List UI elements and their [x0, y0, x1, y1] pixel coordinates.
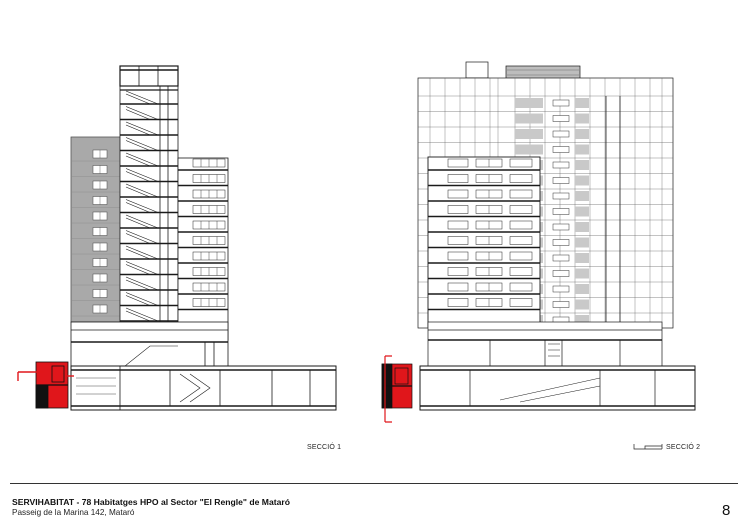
- section-key-icon: [17, 361, 74, 409]
- architectural-drawing: [17, 61, 696, 423]
- section-2-drawing: [381, 61, 696, 423]
- stair-flights: [125, 90, 159, 322]
- tower-section: [119, 65, 179, 341]
- right-block-floors: [178, 158, 228, 311]
- project-title: SERVIHABITAT - 78 Habitatges HPO al Sect…: [12, 497, 290, 507]
- front-block-floors: [428, 158, 540, 311]
- footer-divider: [10, 483, 738, 484]
- section-key-icon: [381, 355, 413, 423]
- project-address: Passeig de la Marina 142, Mataró: [12, 508, 135, 517]
- page-number: 8: [722, 502, 731, 519]
- section-2-label: SECCIÓ 2: [666, 444, 701, 451]
- section-1-label: SECCIÓ 1: [307, 444, 342, 451]
- basement-2: [419, 365, 696, 411]
- roof-box: [119, 65, 179, 87]
- section-1-drawing: [17, 65, 337, 411]
- facade-windows: [71, 149, 121, 317]
- ground-floor: [70, 321, 229, 367]
- scale-bar-icon: [633, 444, 663, 450]
- basement: [70, 365, 337, 411]
